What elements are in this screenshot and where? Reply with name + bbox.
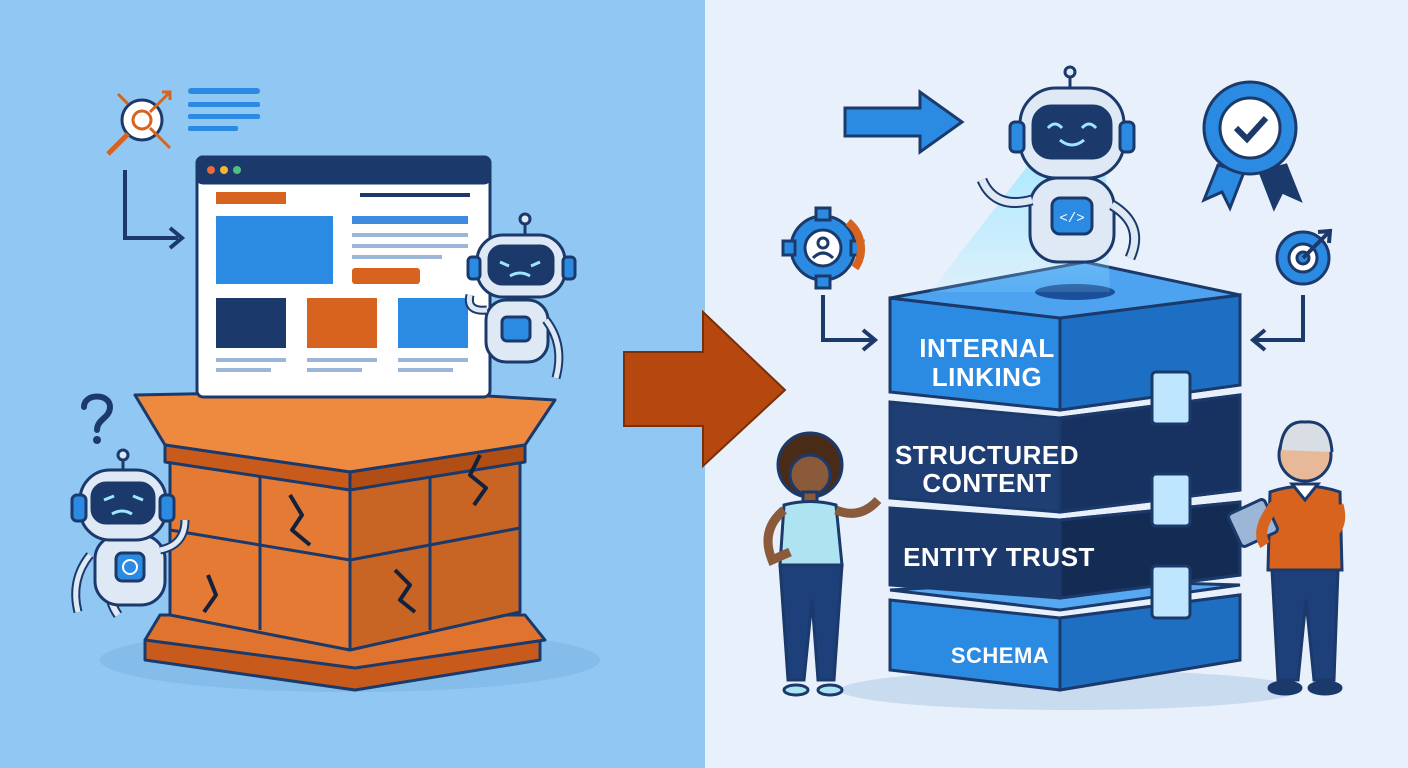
transition-arrow-icon	[623, 309, 787, 469]
block-label-entity-trust: ENTITY TRUST	[903, 542, 1095, 572]
elbow-arrow	[123, 170, 178, 240]
confused-robot	[70, 448, 190, 618]
block-label-internal-linking-2: LINKING	[932, 362, 1042, 392]
woman-presenter	[763, 431, 882, 697]
happy-robot: </>	[976, 65, 1141, 264]
text-lines-icon	[188, 88, 260, 131]
website-window	[195, 155, 492, 399]
block-label-structured-content-2: CONTENT	[922, 468, 1051, 498]
search-analytics-icon	[106, 90, 172, 156]
block-label-structured-content-1: STRUCTURED	[895, 440, 1079, 470]
forward-arrow-icon	[843, 89, 965, 155]
block-connectors	[1150, 370, 1192, 620]
question-mark-icon	[81, 393, 114, 444]
foundation-block-schema	[888, 578, 1242, 692]
block-label-internal-linking-1: INTERNAL	[919, 333, 1054, 363]
block-label-schema: SCHEMA	[951, 643, 1049, 668]
svg-text:</>: </>	[1059, 211, 1084, 227]
sad-robot	[464, 212, 577, 380]
man-with-tablet	[1227, 420, 1346, 696]
target-arrow-icon	[1275, 228, 1333, 286]
verified-badge-icon	[1201, 80, 1303, 212]
gear-person-icon	[781, 206, 865, 290]
